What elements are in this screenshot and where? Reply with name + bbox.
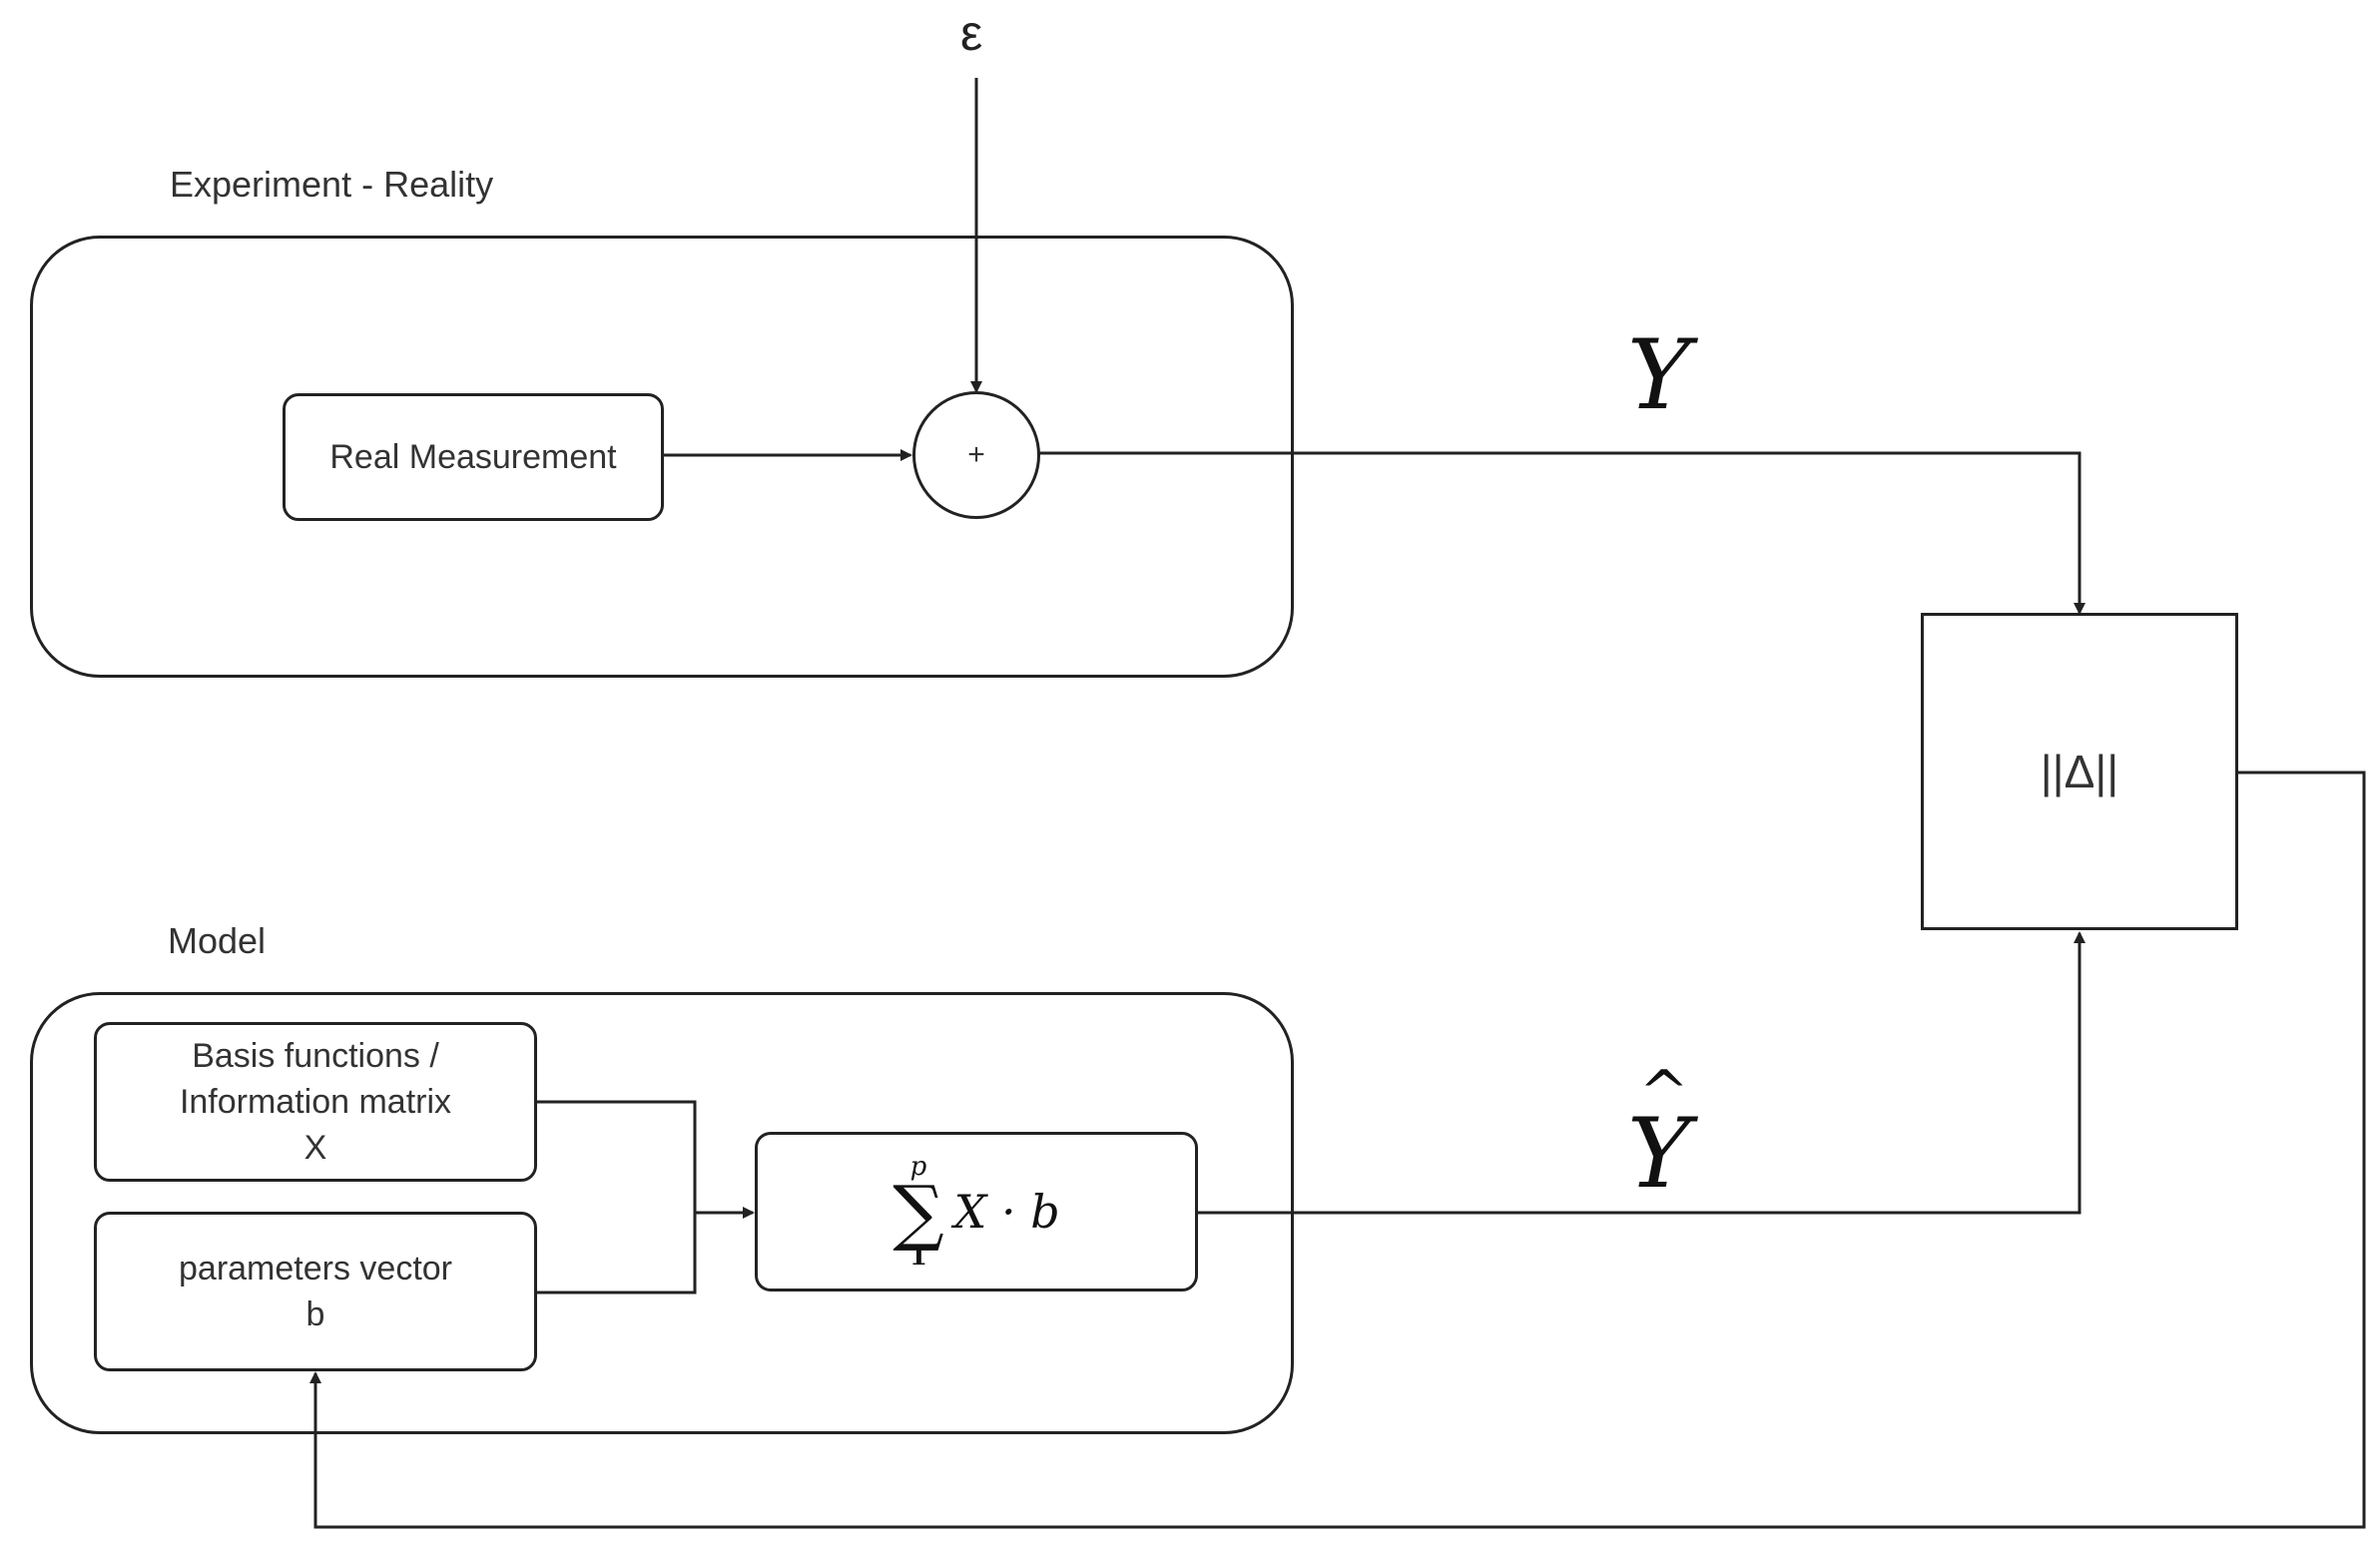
experiment-container xyxy=(30,236,1294,678)
model-group-label: Model xyxy=(168,920,267,961)
summation-expression: X · b xyxy=(953,1185,1060,1239)
noise-epsilon-label: ε xyxy=(960,5,983,61)
sum-junction-node[interactable]: + xyxy=(912,391,1040,519)
model-container xyxy=(30,992,1294,1434)
edge-summation-to-comparator xyxy=(1198,931,2085,1215)
edge-parameters-to-summation xyxy=(537,1213,697,1295)
edge-feedback-to-parameters xyxy=(309,771,2366,1529)
summation-upper-limit: p xyxy=(909,1152,927,1182)
predicted-output-yhat-label: Y ^ xyxy=(1627,1058,1691,1210)
edge-junction-to-comparator xyxy=(1039,451,2085,615)
parameters-vector-line-1: parameters vector xyxy=(179,1250,452,1288)
basis-functions-node[interactable]: Basis functions / Information matrix X xyxy=(94,1022,537,1182)
comparator-label: ||Δ|| xyxy=(2040,746,2119,797)
parameters-vector-line-2: b xyxy=(305,1295,325,1333)
edge-basis-to-summation xyxy=(537,1100,755,1219)
sum-junction-label: + xyxy=(967,438,985,471)
summation-node[interactable]: p ∑ 1 X · b xyxy=(755,1132,1198,1292)
measured-output-y-label: Y xyxy=(1627,319,1691,431)
basis-functions-line-1: Basis functions / xyxy=(192,1037,439,1075)
summation-sigma-symbol: ∑ xyxy=(892,1170,944,1254)
summation-lower-limit: 1 xyxy=(908,1242,928,1272)
comparator-node[interactable]: ||Δ|| xyxy=(1921,613,2238,930)
predicted-output-hat: ^ xyxy=(1638,1058,1689,1128)
real-measurement-node[interactable]: Real Measurement xyxy=(283,393,664,521)
basis-functions-line-2: Information matrix xyxy=(179,1083,452,1121)
basis-functions-line-3: X xyxy=(303,1129,327,1167)
parameters-vector-node[interactable]: parameters vector b xyxy=(94,1212,537,1371)
experiment-group-label: Experiment - Reality xyxy=(170,164,494,205)
real-measurement-label: Real Measurement xyxy=(329,438,617,476)
predicted-output-y: Y xyxy=(1627,1098,1691,1210)
summation-formula: p ∑ 1 X · b xyxy=(892,1154,1059,1270)
